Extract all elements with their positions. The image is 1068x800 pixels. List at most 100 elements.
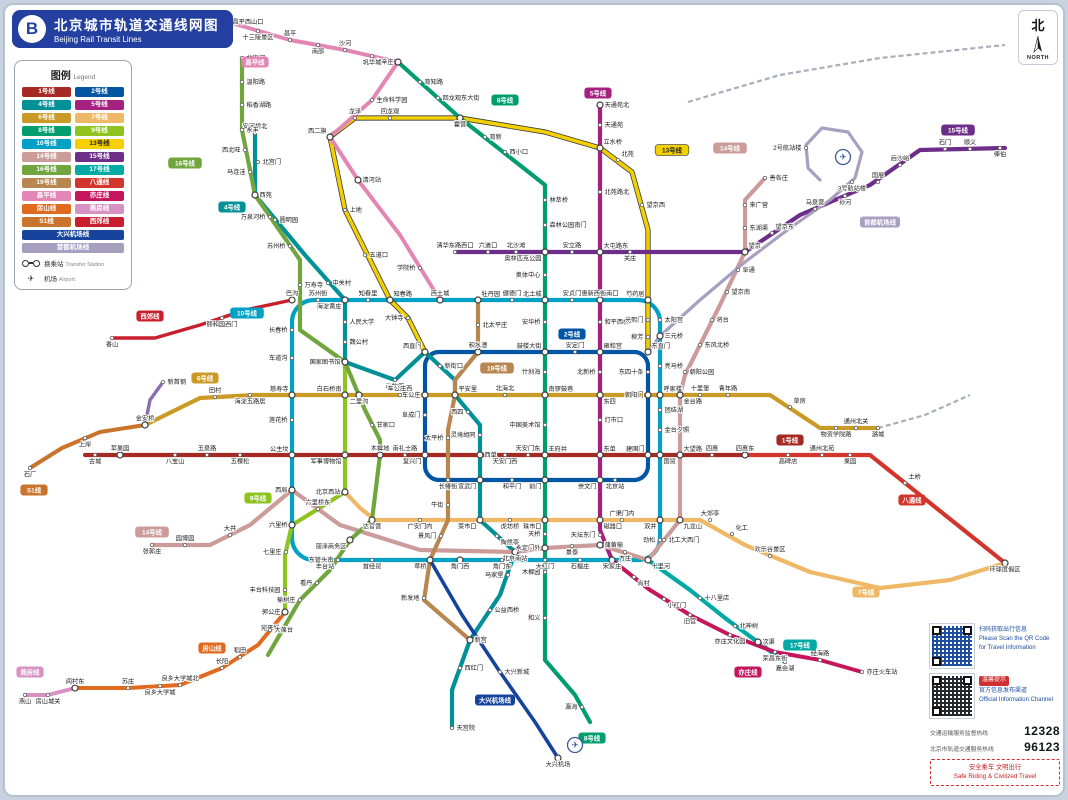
station-宣武门[interactable]	[476, 476, 484, 484]
station-大兴机场[interactable]	[554, 754, 562, 762]
station-海淀黄庄[interactable]	[341, 296, 349, 304]
station-六里桥[interactable]	[288, 521, 296, 529]
station-田村[interactable]	[212, 394, 218, 400]
station-木樨园[interactable]	[542, 569, 548, 575]
station-西四[interactable]	[465, 409, 471, 415]
station-奥体中心[interactable]	[542, 272, 548, 278]
station-大葆台[interactable]	[267, 627, 273, 633]
station-天通苑北[interactable]	[596, 101, 604, 109]
station-西二旗[interactable]	[326, 133, 334, 141]
station-安河桥北[interactable]	[252, 130, 258, 136]
station-九龙山[interactable]	[676, 516, 684, 524]
station-2号航站楼[interactable]	[803, 145, 809, 151]
station-安立路[interactable]	[569, 249, 575, 255]
station-西直门[interactable]	[421, 348, 429, 356]
station-长椿街[interactable]	[445, 477, 451, 483]
station-牡丹园[interactable]	[474, 296, 482, 304]
station-龙泽[interactable]	[352, 115, 358, 121]
station-和义[interactable]	[542, 615, 548, 621]
station-国展[interactable]	[875, 179, 881, 185]
station-中国美术馆[interactable]	[542, 422, 548, 428]
station-阜成门[interactable]	[422, 412, 428, 418]
station-大钟寺[interactable]	[405, 315, 411, 321]
station-团结湖[interactable]	[657, 407, 663, 413]
station-首经贸[interactable]	[369, 557, 375, 563]
station-天宫院[interactable]	[449, 725, 455, 731]
station-知春路[interactable]	[386, 296, 394, 304]
station-鼓楼大街[interactable]	[541, 348, 549, 356]
station-安定门[interactable]	[572, 349, 578, 355]
station-颐和园西门[interactable]	[219, 315, 225, 321]
station-马泉营[interactable]	[812, 206, 818, 212]
station-和平门[interactable]	[509, 477, 515, 483]
station-榆树庄[interactable]	[297, 597, 303, 603]
station-荣昌东街[interactable]	[772, 649, 778, 655]
station-宛平城[interactable]	[281, 625, 287, 631]
station-十里堡[interactable]	[697, 392, 703, 398]
station-西局[interactable]	[288, 486, 296, 494]
station-沙河[interactable]	[342, 47, 348, 53]
station-宋家庄[interactable]	[608, 556, 616, 564]
station-善各庄[interactable]	[762, 175, 768, 181]
station-稻田[interactable]	[237, 654, 243, 660]
station-北太平庄[interactable]	[475, 322, 481, 328]
station-木樨地[interactable]	[376, 451, 384, 459]
station-五道口[interactable]	[362, 252, 368, 258]
station-新发地[interactable]	[421, 595, 427, 601]
station-亮马桥[interactable]	[657, 363, 663, 369]
station-香山[interactable]	[109, 335, 115, 341]
station-六里桥东[interactable]	[315, 506, 321, 512]
station-健德门[interactable]	[509, 297, 515, 303]
station-二里沟[interactable]	[355, 391, 363, 399]
station-大屯路东[interactable]	[596, 248, 604, 256]
station-北苑路北[interactable]	[597, 189, 603, 195]
station-广渠门内[interactable]	[619, 517, 625, 523]
station-环球度假区[interactable]	[1001, 559, 1009, 567]
station-广安门内[interactable]	[417, 517, 423, 523]
station-东四十条[interactable]	[645, 369, 651, 375]
station-军事博物馆[interactable]	[341, 451, 349, 459]
station-经海路[interactable]	[817, 657, 823, 663]
station-西苑[interactable]	[251, 191, 259, 199]
station-看丹[interactable]	[314, 580, 320, 586]
station-国贸[interactable]	[656, 451, 664, 459]
station-潞城[interactable]	[875, 425, 881, 431]
station-甘家口[interactable]	[369, 422, 375, 428]
station-三元桥[interactable]	[656, 332, 664, 340]
station-四惠东[interactable]	[741, 451, 749, 459]
station-孙河[interactable]	[842, 193, 848, 199]
station-3号航站楼[interactable]	[849, 179, 855, 185]
station-肖村[interactable]	[631, 574, 637, 580]
station-灵境胡同[interactable]	[477, 432, 483, 438]
station-昌平[interactable]	[287, 37, 293, 43]
station-望京东[interactable]	[769, 230, 775, 236]
station-良乡大学城[interactable]	[157, 683, 163, 689]
station-西小口[interactable]	[502, 149, 508, 155]
station-东管头南[interactable]	[335, 557, 341, 563]
station-大红门[interactable]	[542, 557, 548, 563]
station-柳芳[interactable]	[645, 334, 651, 340]
station-什刹海[interactable]	[542, 369, 548, 375]
station-亦庄火车站[interactable]	[859, 669, 865, 675]
station-南礼士路[interactable]	[402, 452, 408, 458]
station-新宫[interactable]	[466, 636, 474, 644]
station-东四[interactable]	[596, 391, 604, 399]
station-景泰[interactable]	[569, 543, 575, 549]
station-望京南[interactable]	[724, 289, 730, 295]
station-物资学院路[interactable]	[833, 425, 839, 431]
station-公主坟[interactable]	[288, 451, 296, 459]
station-清河站[interactable]	[354, 176, 362, 184]
station-关庄[interactable]	[627, 249, 633, 255]
station-车道沟[interactable]	[289, 355, 295, 361]
station-育知路[interactable]	[417, 79, 423, 85]
station-动物园[interactable]	[392, 377, 398, 383]
station-园博园[interactable]	[182, 542, 188, 548]
station-蒲黄榆[interactable]	[596, 541, 604, 549]
station-小红门[interactable]	[661, 596, 667, 602]
station-草桥[interactable]	[426, 556, 434, 564]
station-雍和宫[interactable]	[596, 348, 604, 356]
station-石厂[interactable]	[27, 465, 33, 471]
station-北新桥[interactable]	[597, 369, 603, 375]
station-朝阳公园[interactable]	[682, 369, 688, 375]
